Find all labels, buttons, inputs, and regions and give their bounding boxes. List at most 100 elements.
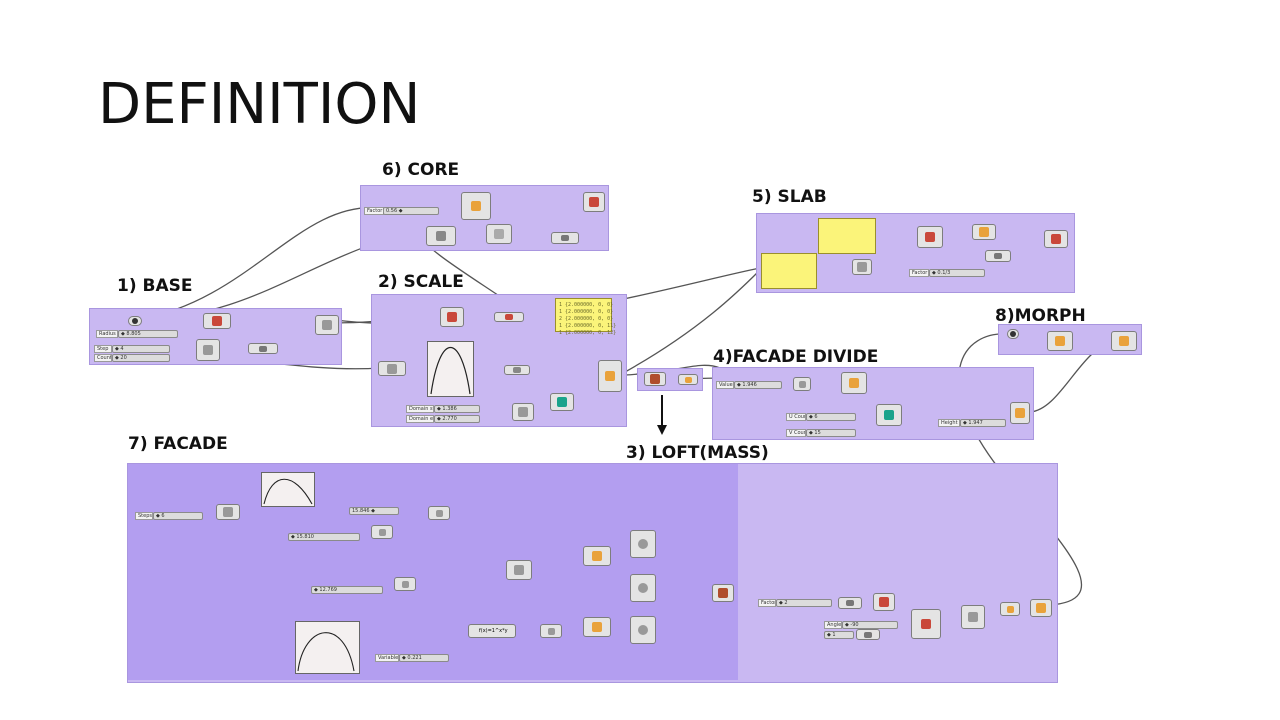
f-expression-node[interactable]: f(x)=1^x*y	[468, 624, 516, 638]
scale-bounds-node[interactable]	[512, 403, 534, 421]
f-merge-node[interactable]	[506, 560, 532, 580]
loft-cap-node[interactable]	[678, 374, 698, 385]
f-a-slider[interactable]: 15.846 ◆	[349, 507, 399, 515]
f-rotate-b[interactable]	[583, 617, 611, 637]
orient-icon	[638, 625, 648, 635]
scale-panel[interactable]: 1 {2.000000, 0, 0} 1 {2.000000, 0, 0} 2 …	[555, 298, 616, 336]
fd-output-node[interactable]	[1010, 402, 1030, 424]
group-facade[interactable]: Steps ◆ 6 15.846 ◆ ◆ 15.810 ◆ 12.769 f(x…	[127, 463, 1058, 683]
scale-output-node[interactable]	[598, 360, 622, 392]
base-polygon-node[interactable]	[203, 313, 231, 329]
core-fx-node[interactable]	[551, 232, 579, 244]
f-fx2-node[interactable]	[856, 629, 880, 640]
slab-output-node[interactable]	[1044, 230, 1068, 248]
fd-divide-node[interactable]	[876, 404, 902, 426]
base-fx-node[interactable]	[248, 343, 278, 354]
slab-fx-node[interactable]	[985, 250, 1011, 262]
slab-panel-bottom[interactable]	[761, 253, 817, 289]
slab-panel-top[interactable]	[818, 218, 876, 254]
group-label-base: 1) BASE	[117, 276, 193, 296]
group-slab[interactable]: Factor ◆ 0.1/3	[756, 213, 1075, 293]
f-weave-node[interactable]	[712, 584, 734, 602]
group-morph[interactable]	[998, 324, 1142, 355]
f-orient-a[interactable]	[630, 530, 656, 558]
group-label-core: 6) CORE	[382, 160, 460, 180]
fd-node-b[interactable]	[841, 372, 867, 394]
f-node-d[interactable]	[540, 624, 562, 638]
f-rotate-a[interactable]	[583, 546, 611, 566]
f-factor-slider[interactable]: ◆ 2	[776, 599, 832, 607]
base-step-label: Step	[94, 345, 112, 353]
f-extrude-node[interactable]	[873, 593, 895, 611]
slab-node-c[interactable]	[972, 224, 996, 240]
morph-param-node[interactable]	[1007, 329, 1019, 339]
scale-node-m[interactable]	[504, 365, 530, 375]
base-count-slider[interactable]: ◆ 20	[112, 354, 170, 362]
base-radius-slider[interactable]: ◆ 8.805	[118, 330, 178, 338]
fd-ucount-slider[interactable]: ◆ 6	[806, 413, 856, 421]
f-node-a[interactable]	[428, 506, 450, 520]
weave-icon	[718, 588, 728, 598]
fd-vcount-slider[interactable]: ◆ 15	[806, 429, 856, 437]
remap-icon	[557, 397, 567, 407]
fd-node-a[interactable]	[793, 377, 811, 391]
group-base[interactable]: Radius ◆ 8.805 Step ◆ 4 Count ◆ 20	[89, 308, 342, 365]
f-node-b[interactable]	[371, 525, 393, 539]
group-loft[interactable]	[637, 368, 703, 391]
f-b-slider[interactable]: ◆ 15.810	[288, 533, 360, 541]
scale-amplitude-node[interactable]	[494, 312, 524, 322]
f-orient-b[interactable]	[630, 574, 656, 602]
f-angle2-slider[interactable]: ◆ 1	[824, 631, 854, 639]
morph-node-a[interactable]	[1047, 331, 1073, 351]
f-angle-slider[interactable]: ◆ -90	[842, 621, 898, 629]
f-fx-node[interactable]	[838, 597, 862, 609]
f-steps-label: Steps	[135, 512, 153, 520]
morph-output-node[interactable]	[1111, 331, 1137, 351]
base-step-slider[interactable]: ◆ 4	[112, 345, 170, 353]
core-scale-node[interactable]	[461, 192, 491, 220]
f-transform-node[interactable]	[911, 609, 941, 639]
core-node-a[interactable]	[426, 226, 456, 246]
fd-value-slider[interactable]: ◆ 1.946	[734, 381, 782, 389]
f-series-node[interactable]	[216, 504, 240, 520]
f-c-slider[interactable]: ◆ 12.769	[311, 586, 383, 594]
group-facade-divide[interactable]: Value ◆ 1.946 U Count ◆ 6 V Count ◆ 15 H…	[712, 367, 1034, 440]
scale-range-node[interactable]	[440, 307, 464, 327]
series-icon	[223, 507, 233, 517]
slab-factor-slider[interactable]: ◆ 0.1/3	[929, 269, 985, 277]
base-point-node[interactable]	[128, 316, 142, 326]
f-orient-d[interactable]	[961, 605, 985, 629]
slab-factor-label: Factor	[909, 269, 929, 277]
f-orient-c[interactable]	[630, 616, 656, 644]
f-graph-top[interactable]	[261, 472, 315, 507]
domain-end-slider[interactable]: ◆ 2.770	[434, 415, 480, 423]
domain-start-slider[interactable]: ◆ 1.386	[434, 405, 480, 413]
group-core[interactable]: Factor 0.56 ◆	[360, 185, 609, 251]
fd-height-slider[interactable]: ◆ 1.947	[960, 419, 1006, 427]
f-steps-slider[interactable]: ◆ 6	[153, 512, 203, 520]
divide-icon	[436, 231, 446, 241]
loft-node[interactable]	[644, 372, 666, 386]
f-graph-bottom[interactable]	[295, 621, 360, 674]
core-output-node[interactable]	[583, 192, 605, 212]
series-icon	[203, 345, 213, 355]
group-scale[interactable]: 1 {2.000000, 0, 0} 1 {2.000000, 0, 0} 2 …	[371, 294, 627, 427]
slab-node-b[interactable]	[852, 259, 872, 275]
point-icon	[132, 318, 138, 324]
f-node-e[interactable]	[1000, 602, 1020, 616]
core-factor-label: Factor	[364, 207, 384, 215]
base-output-node[interactable]	[315, 315, 339, 335]
f-output-node[interactable]	[1030, 599, 1052, 617]
function-icon	[994, 253, 1002, 259]
f-variable-slider[interactable]: ◆ 0.221	[399, 654, 449, 662]
core-node-b[interactable]	[486, 224, 512, 244]
fd-value-label: Value	[716, 381, 734, 389]
scale-graph-mapper[interactable]	[427, 341, 474, 397]
surface-icon	[849, 378, 859, 388]
scale-teal-node[interactable]	[550, 393, 574, 411]
core-factor-slider[interactable]: 0.56 ◆	[383, 207, 439, 215]
f-node-c[interactable]	[394, 577, 416, 591]
base-series-node[interactable]	[196, 339, 220, 361]
scale-series-node[interactable]	[378, 361, 406, 376]
slab-node-a[interactable]	[917, 226, 943, 248]
